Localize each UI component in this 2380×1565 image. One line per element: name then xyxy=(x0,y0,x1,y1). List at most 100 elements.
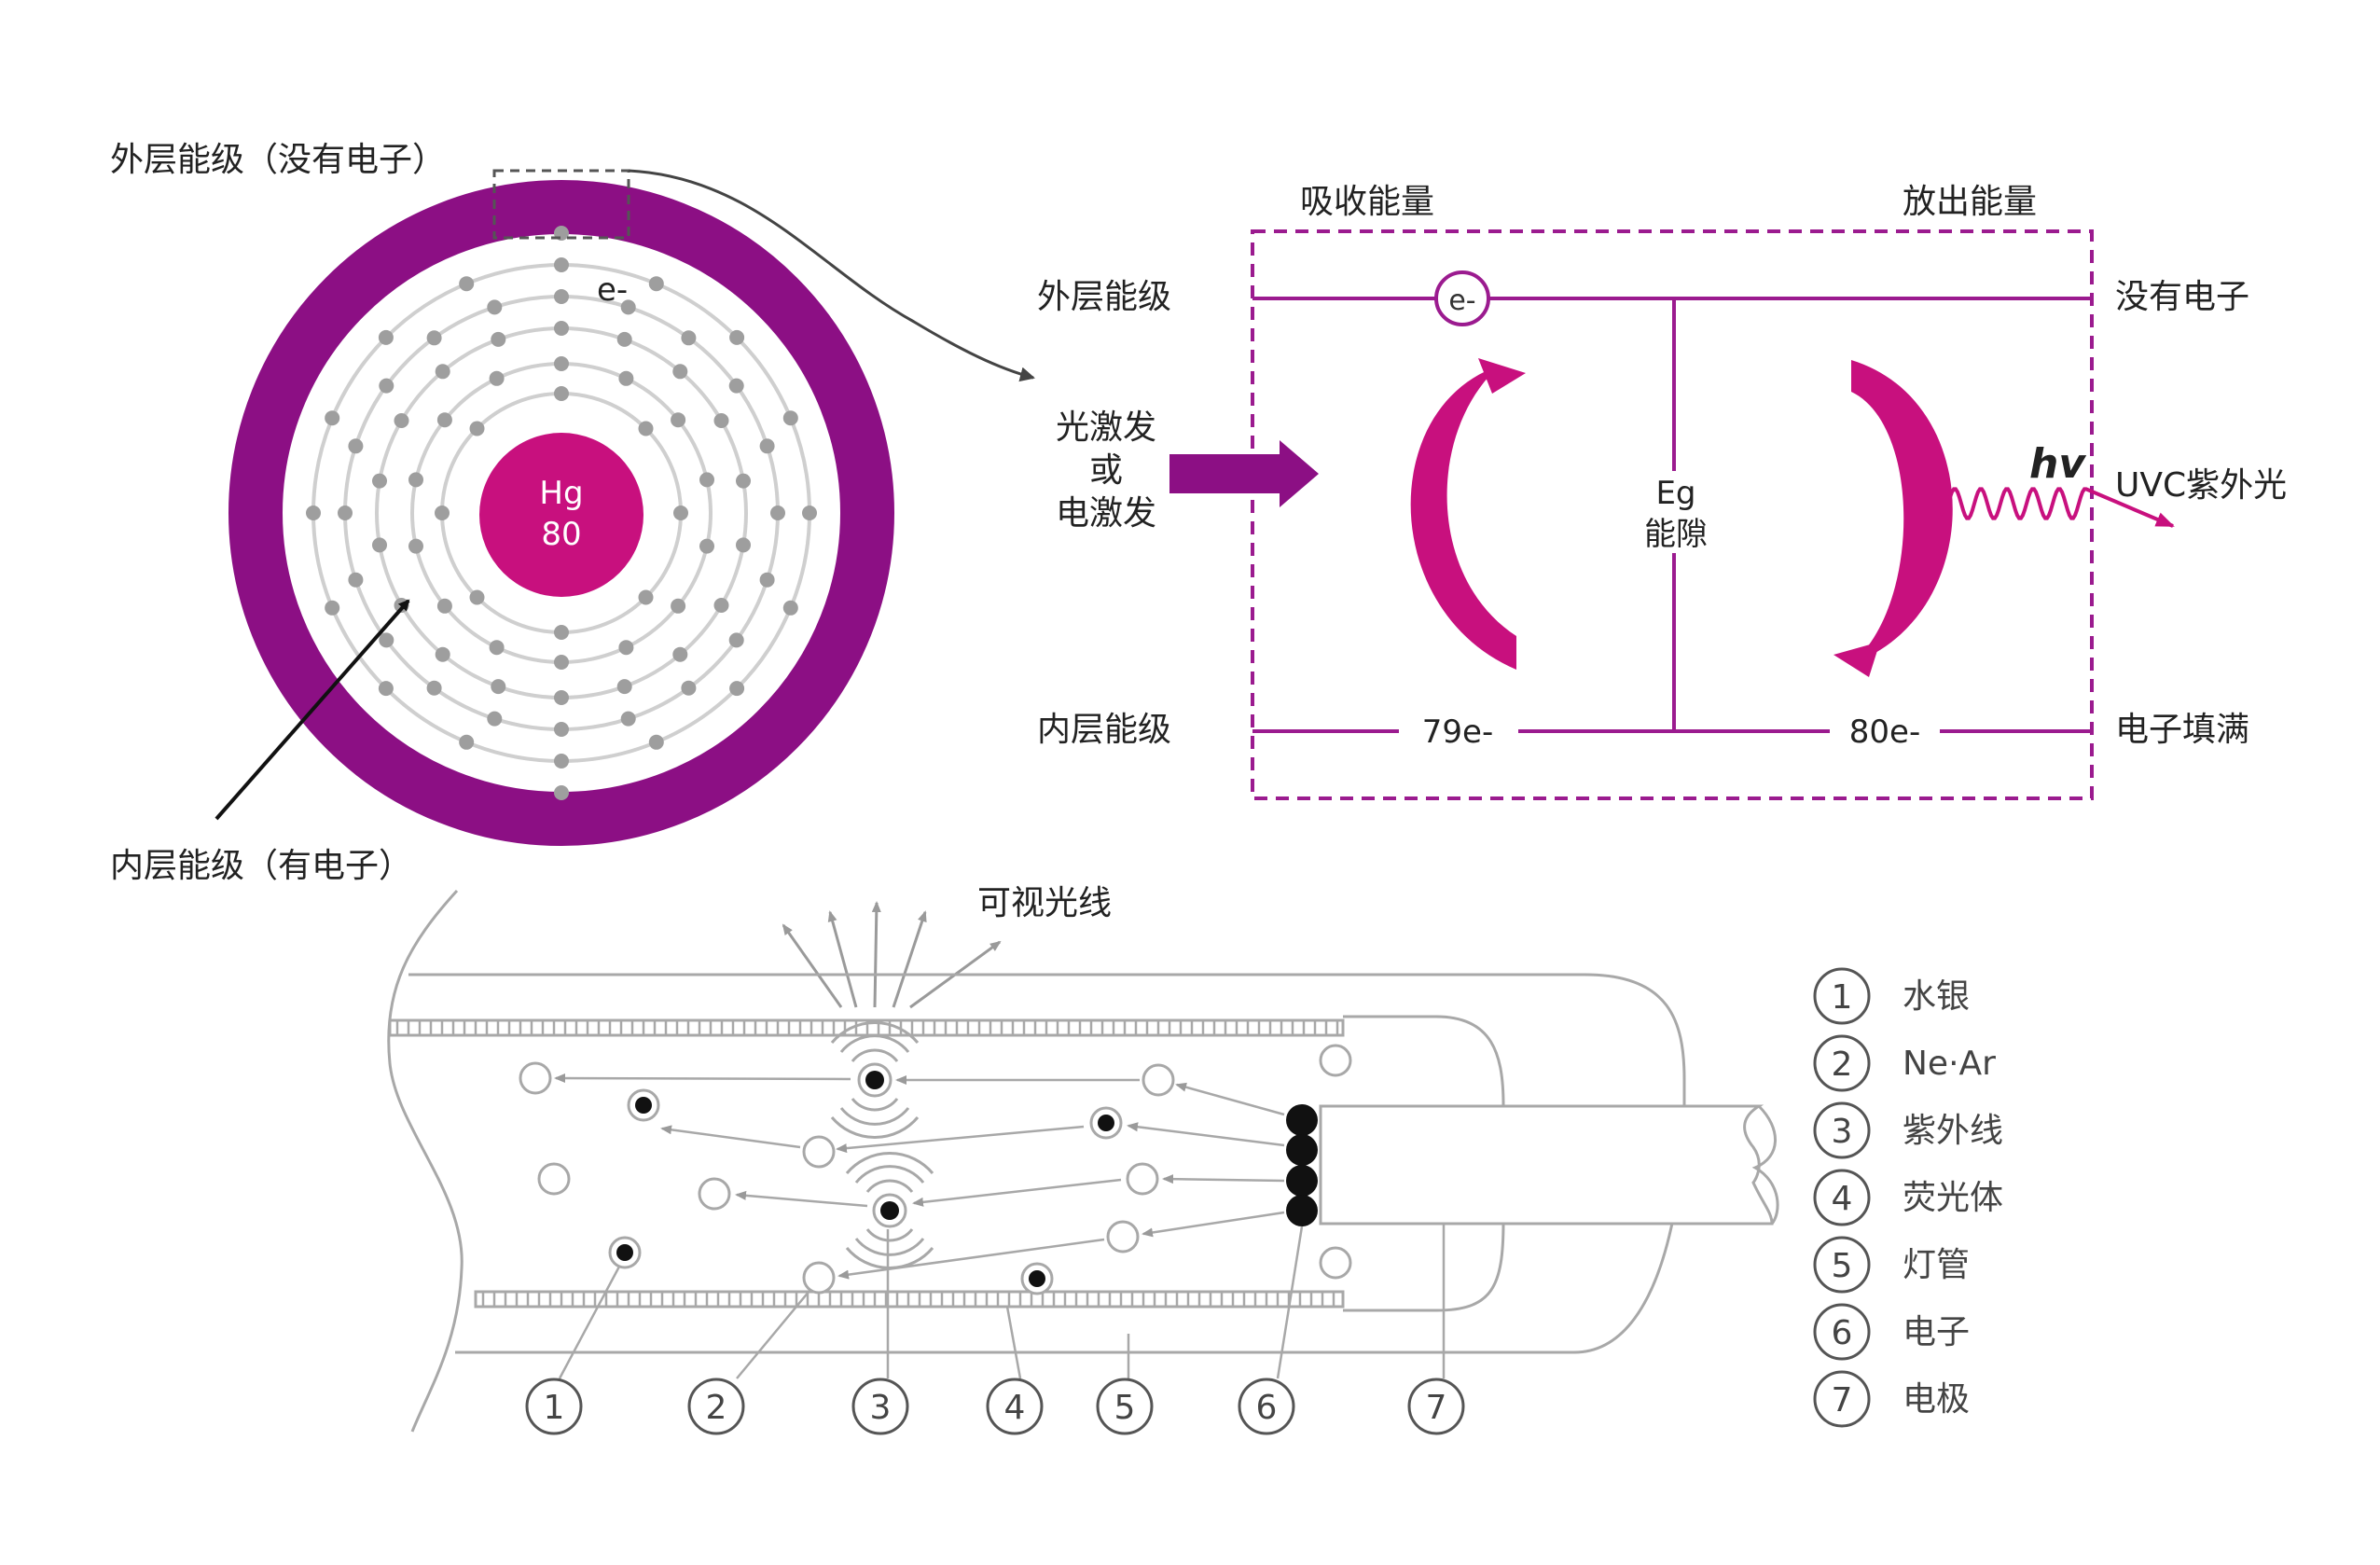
electron-dot xyxy=(348,572,364,588)
electron-dot xyxy=(759,572,775,588)
electron-dot xyxy=(672,364,688,380)
electron-path xyxy=(554,1073,851,1084)
electron-dot xyxy=(736,473,751,489)
electron-dot xyxy=(435,646,450,662)
legend-label: Ne·Ar xyxy=(1903,1045,1996,1083)
uvc-wave xyxy=(1933,487,2175,528)
electron-dot xyxy=(491,679,506,695)
electron-dot xyxy=(671,598,686,614)
electron-dot xyxy=(491,331,506,347)
legend-label: 电子 xyxy=(1903,1313,1970,1351)
electron-path xyxy=(837,1238,1105,1280)
excite-label-line2: 或 xyxy=(1089,451,1123,490)
callout-7: 7 xyxy=(1407,1378,1465,1435)
electron-dot xyxy=(426,330,442,346)
absorb-crescent xyxy=(1410,366,1516,670)
callout-leader xyxy=(736,1290,810,1379)
gap-symbol: Eg xyxy=(1655,475,1695,512)
electron-dot xyxy=(681,680,697,696)
callout-5: 5 xyxy=(1096,1378,1154,1435)
mercury-atoms xyxy=(608,1088,1123,1295)
uv-emitter xyxy=(830,1021,920,1139)
electron-dot xyxy=(554,754,569,769)
inner-level-pointer xyxy=(214,599,410,821)
electron-dot xyxy=(618,370,634,386)
electron-dot xyxy=(648,734,664,750)
electron-dot xyxy=(554,655,569,670)
gas-atoms xyxy=(519,1044,1352,1295)
electron-dot xyxy=(408,472,423,488)
electron-dot xyxy=(616,331,632,347)
callout-leader xyxy=(558,1266,621,1379)
electron-dot xyxy=(728,378,744,394)
tube-break-line xyxy=(387,889,464,1433)
svg-text:5: 5 xyxy=(1114,1389,1136,1427)
electron-dot xyxy=(435,364,450,380)
uvc-label: UVC紫外光 xyxy=(2115,466,2287,505)
legend-number: 6 xyxy=(1832,1314,1853,1352)
electron-path xyxy=(1162,1174,1285,1184)
absorb-energy-label: 吸收能量 xyxy=(1300,183,1434,221)
nucleus xyxy=(479,433,643,597)
excited-electron xyxy=(1434,270,1490,326)
electron-dot xyxy=(379,378,394,394)
electron-dot xyxy=(681,330,697,346)
atom-diagram: 外层能级（没有电子） Hg 80 e- 内层能级（有电子） xyxy=(110,141,1035,885)
electron-dot xyxy=(638,421,654,436)
callout-leader xyxy=(1005,1306,1022,1379)
excited-electron-label: e- xyxy=(1448,284,1475,317)
gas-atom xyxy=(802,1261,836,1295)
svg-text:6: 6 xyxy=(1256,1389,1278,1427)
photon-symbol: hv xyxy=(2029,440,2086,488)
excite-label-line3: 电激发 xyxy=(1056,494,1156,533)
band-frame xyxy=(1251,229,2094,800)
callout-1: 1 xyxy=(525,1378,583,1435)
inner-level-label-2: 内层能级 xyxy=(1037,711,1171,749)
callout-leaders xyxy=(558,1224,1446,1379)
gas-atom xyxy=(1126,1162,1159,1196)
electron-dot xyxy=(554,257,569,272)
electron-dot xyxy=(713,413,729,428)
electron-dot xyxy=(325,600,340,616)
legend-number: 5 xyxy=(1832,1247,1853,1285)
legend-number: 2 xyxy=(1832,1046,1853,1084)
nucleus-symbol: Hg xyxy=(539,475,583,512)
electron-dot xyxy=(435,506,450,520)
electron-dot xyxy=(671,412,686,428)
electron-dot xyxy=(729,329,745,345)
svg-text:7: 7 xyxy=(1426,1389,1447,1427)
electron-dot xyxy=(620,711,636,727)
legend-label: 水银 xyxy=(1903,977,1970,1016)
right-electron-count: 80e- xyxy=(1849,713,1920,751)
mercury-atom xyxy=(608,1236,642,1269)
release-crescent xyxy=(1851,360,1953,664)
phosphor-top-ticks xyxy=(395,1020,1339,1035)
electron-dot xyxy=(554,356,569,371)
uv-emitter xyxy=(845,1152,934,1269)
electron-dot xyxy=(436,412,452,428)
gas-atom xyxy=(698,1177,731,1211)
filled-label: 电子填满 xyxy=(2115,711,2249,749)
visible-ray xyxy=(871,901,881,1008)
emitted-electron xyxy=(1286,1134,1318,1166)
mercury-atom xyxy=(627,1088,660,1122)
electron-dot xyxy=(306,506,321,520)
outer-level-label-2: 外层能级 xyxy=(1037,278,1171,316)
legend-label: 紫外线 xyxy=(1903,1112,2003,1150)
electron-dot xyxy=(469,421,485,436)
electron-path xyxy=(912,1178,1122,1207)
electron-dot xyxy=(554,785,569,800)
electron-dot xyxy=(489,370,505,386)
electron-dot xyxy=(378,329,394,345)
electron-dot xyxy=(554,690,569,705)
electron-dot xyxy=(338,506,353,520)
electron-dot xyxy=(554,722,569,737)
electron-path xyxy=(1127,1122,1285,1147)
electron-dot xyxy=(554,289,569,304)
electron-label: e- xyxy=(597,271,628,309)
electron-dot xyxy=(325,410,340,426)
electron-dot xyxy=(554,625,569,640)
electron-dot xyxy=(378,681,394,697)
